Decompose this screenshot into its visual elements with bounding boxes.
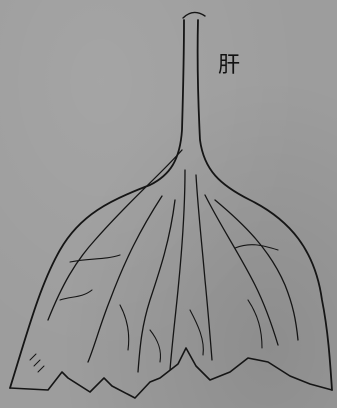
hatch-marks [30, 354, 44, 372]
vein-12 [190, 310, 203, 355]
stalk-top-arc [183, 12, 205, 18]
vein-10 [235, 245, 278, 250]
vein-9 [60, 290, 92, 300]
vein-14 [150, 330, 161, 362]
stalk-left-line [10, 20, 184, 388]
vein-8 [70, 255, 120, 262]
figure-label: 肝 [218, 55, 240, 77]
vein-7 [215, 200, 298, 340]
vein-6 [205, 195, 278, 345]
vein-4 [170, 170, 185, 370]
vein-13 [248, 300, 262, 348]
vein-1 [48, 150, 182, 320]
vein-2 [88, 196, 162, 362]
vein-11 [120, 305, 129, 350]
